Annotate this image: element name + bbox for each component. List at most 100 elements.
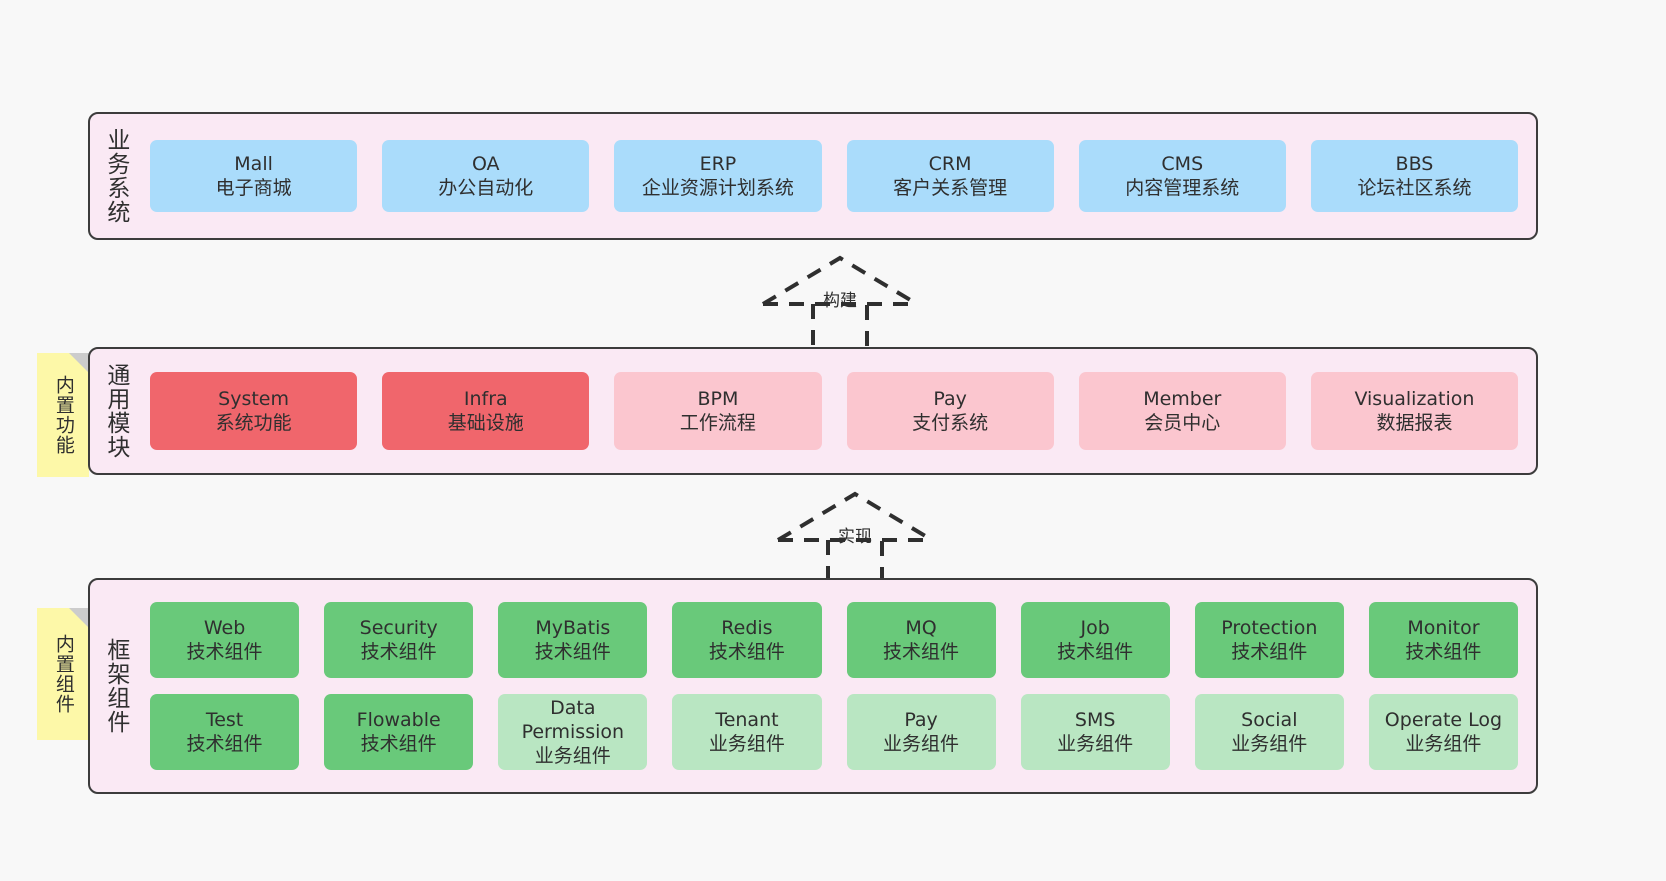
layer-body-business: Mall 电子商城 OA 办公自动化 ERP 企业资源计划系统 CRM 客户关系…: [140, 114, 1536, 238]
note-built-in-functions: 内置功能: [37, 353, 89, 477]
module-card-crm[interactable]: CRM 客户关系管理: [846, 140, 1054, 212]
module-card-name: Visualization: [1354, 387, 1475, 410]
module-card-name: Member: [1143, 387, 1222, 410]
module-card-mall[interactable]: Mall 电子商城: [150, 140, 358, 212]
component-card-monitor[interactable]: Monitor 技术组件: [1368, 602, 1518, 678]
component-card-name: Operate Log: [1384, 708, 1503, 731]
layer-body-framework: Web 技术组件 Security 技术组件 MyBatis 技术组件 Redi…: [140, 580, 1536, 792]
component-card-desc: 技术组件: [1057, 641, 1134, 663]
component-card-name: MyBatis: [535, 616, 611, 639]
component-card-name: Pay: [904, 708, 938, 731]
cell-row: Mall 电子商城 OA 办公自动化 ERP 企业资源计划系统 CRM 客户关系…: [150, 140, 1519, 212]
component-card-web[interactable]: Web 技术组件: [150, 602, 300, 678]
module-card-desc: 论坛社区系统: [1357, 177, 1472, 199]
layer-business-systems: 业务系统 Mall 电子商城 OA 办公自动化 ERP 企业资源计划系统 CRM…: [88, 112, 1538, 240]
component-card-desc: 技术组件: [883, 641, 960, 663]
component-card-data-permission[interactable]: Data Permission 业务组件: [498, 694, 648, 770]
module-card-desc: 基础设施: [447, 412, 524, 434]
module-card-name: BBS: [1395, 152, 1434, 175]
component-card-desc: 技术组件: [186, 641, 263, 663]
module-card-system[interactable]: System 系统功能: [150, 372, 358, 450]
module-card-erp[interactable]: ERP 企业资源计划系统: [614, 140, 822, 212]
component-card-operate-log[interactable]: Operate Log 业务组件: [1368, 694, 1518, 770]
component-card-name: Flowable: [356, 708, 441, 731]
module-card-desc: 企业资源计划系统: [641, 177, 794, 199]
component-card-desc: 技术组件: [1405, 641, 1482, 663]
component-card-desc: 技术组件: [1231, 641, 1308, 663]
module-card-desc: 数据报表: [1376, 412, 1453, 434]
layer-title-business: 业务系统: [102, 128, 129, 224]
module-card-oa[interactable]: OA 办公自动化: [382, 140, 590, 212]
component-card-desc: 技术组件: [186, 733, 263, 755]
dashed-arrow-up-icon: [761, 255, 919, 352]
layer-title-common: 通用模块: [102, 363, 129, 459]
component-card-job[interactable]: Job 技术组件: [1020, 602, 1170, 678]
cell-row: Web 技术组件 Security 技术组件 MyBatis 技术组件 Redi…: [150, 602, 1518, 678]
component-card-name: Protection: [1221, 616, 1318, 639]
connector-label-implement: 实现: [838, 527, 872, 547]
module-card-infra[interactable]: Infra 基础设施: [382, 372, 590, 450]
component-card-name: Redis: [721, 616, 773, 639]
note-fold-corner-icon: [69, 608, 89, 628]
module-card-name: ERP: [699, 152, 737, 175]
component-card-name: SMS: [1074, 708, 1116, 731]
note-built-in-components: 内置组件: [37, 608, 89, 740]
note-label: 内置功能: [52, 375, 75, 455]
dashed-arrow-up-icon: [776, 491, 934, 588]
component-card-sms[interactable]: SMS 业务组件: [1020, 694, 1170, 770]
module-card-bpm[interactable]: BPM 工作流程: [614, 372, 822, 450]
module-card-name: Pay: [933, 387, 967, 410]
component-card-flowable[interactable]: Flowable 技术组件: [324, 694, 474, 770]
layer-framework-components: 框架组件 Web 技术组件 Security 技术组件 MyBatis 技术组件…: [88, 578, 1538, 794]
module-card-desc: 支付系统: [912, 412, 989, 434]
note-label: 内置组件: [52, 634, 75, 714]
component-card-name: Data Permission: [521, 696, 625, 743]
component-card-tenant[interactable]: Tenant 业务组件: [672, 694, 822, 770]
component-card-security[interactable]: Security 技术组件: [324, 602, 474, 678]
component-card-pay[interactable]: Pay 业务组件: [846, 694, 996, 770]
component-card-test[interactable]: Test 技术组件: [150, 694, 300, 770]
module-card-name: CRM: [928, 152, 972, 175]
component-card-name: Social: [1241, 708, 1298, 731]
layer-common-modules: 通用模块 System 系统功能 Infra 基础设施 BPM 工作流程 Pay…: [88, 347, 1538, 475]
component-card-desc: 业务组件: [1231, 733, 1308, 755]
component-card-mybatis[interactable]: MyBatis 技术组件: [498, 602, 648, 678]
component-card-name: Monitor: [1407, 616, 1480, 639]
module-card-desc: 办公自动化: [438, 177, 534, 199]
component-card-desc: 业务组件: [883, 733, 960, 755]
connector-build: 构建: [755, 252, 925, 352]
module-card-bbs[interactable]: BBS 论坛社区系统: [1310, 140, 1519, 212]
component-card-desc: 技术组件: [534, 641, 611, 663]
component-card-redis[interactable]: Redis 技术组件: [672, 602, 822, 678]
component-card-social[interactable]: Social 业务组件: [1194, 694, 1344, 770]
module-card-cms[interactable]: CMS 内容管理系统: [1078, 140, 1286, 212]
module-card-name: System: [218, 387, 290, 410]
module-card-member[interactable]: Member 会员中心: [1078, 372, 1286, 450]
layer-body-common: System 系统功能 Infra 基础设施 BPM 工作流程 Pay 支付系统…: [140, 349, 1536, 473]
cell-row: System 系统功能 Infra 基础设施 BPM 工作流程 Pay 支付系统…: [150, 372, 1519, 450]
note-fold-corner-icon: [69, 353, 89, 373]
component-card-desc: 技术组件: [360, 733, 437, 755]
module-card-desc: 会员中心: [1144, 412, 1221, 434]
component-card-name: Tenant: [715, 708, 779, 731]
module-card-desc: 工作流程: [679, 412, 756, 434]
component-card-protection[interactable]: Protection 技术组件: [1194, 602, 1344, 678]
connector-label-build: 构建: [823, 291, 857, 311]
module-card-name: Mall: [234, 152, 273, 175]
component-card-desc: 技术组件: [708, 641, 785, 663]
component-card-desc: 业务组件: [534, 745, 611, 768]
component-card-desc: 业务组件: [708, 733, 785, 755]
module-card-visualization[interactable]: Visualization 数据报表: [1310, 372, 1519, 450]
module-card-desc: 内容管理系统: [1125, 177, 1240, 199]
module-card-name: Infra: [463, 387, 508, 410]
module-card-desc: 电子商城: [215, 177, 292, 199]
module-card-name: CMS: [1161, 152, 1204, 175]
component-card-name: MQ: [905, 616, 937, 639]
module-card-name: BPM: [697, 387, 739, 410]
module-card-pay[interactable]: Pay 支付系统: [846, 372, 1054, 450]
component-card-mq[interactable]: MQ 技术组件: [846, 602, 996, 678]
component-card-name: Job: [1080, 616, 1110, 639]
component-card-name: Security: [359, 616, 438, 639]
module-card-desc: 客户关系管理: [893, 177, 1008, 199]
